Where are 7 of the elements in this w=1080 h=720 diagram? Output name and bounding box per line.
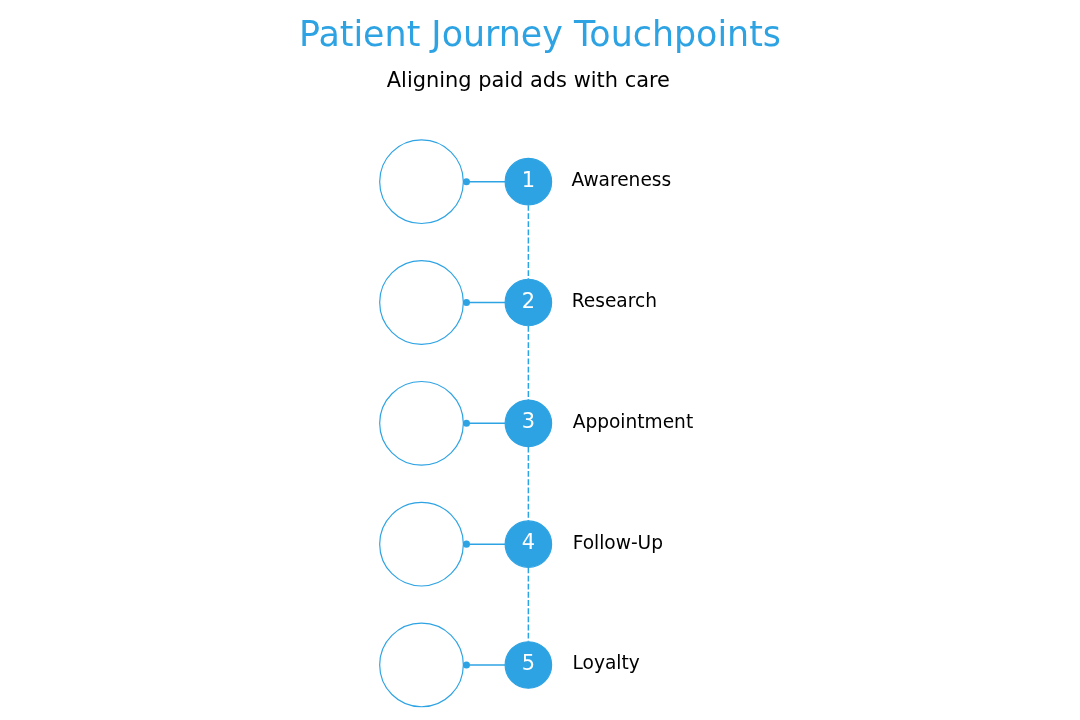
node-label: Follow-Up bbox=[572, 531, 664, 553]
diagram-title: Patient Journey Touchpoints bbox=[298, 13, 782, 54]
node-label: Research bbox=[571, 289, 657, 311]
node-label: Loyalty bbox=[572, 652, 640, 674]
node-label: Awareness bbox=[571, 169, 672, 191]
label: Aligning paid ads with care bbox=[386, 67, 670, 92]
node-label: Appointment bbox=[572, 410, 694, 432]
